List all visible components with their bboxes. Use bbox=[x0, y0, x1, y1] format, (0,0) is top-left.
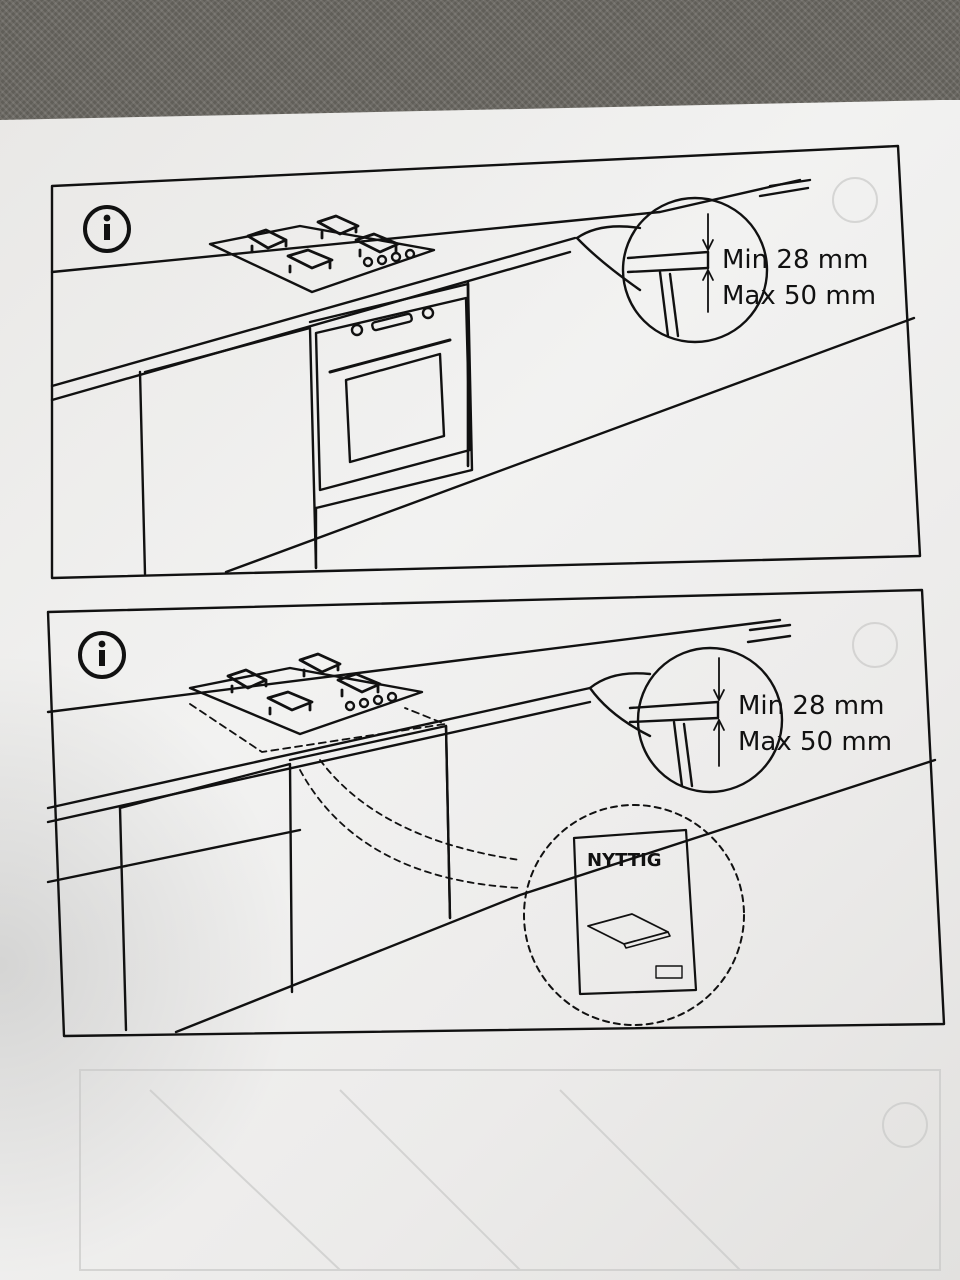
page-shadow bbox=[0, 650, 300, 1280]
panel-1-min-label: Min 28 mm bbox=[722, 245, 868, 275]
panel-2 bbox=[46, 588, 946, 1038]
panel-1-frame bbox=[50, 144, 922, 580]
panel-1-max-label: Max 50 mm bbox=[722, 281, 876, 311]
panel-2-booklet-circle bbox=[523, 804, 745, 1026]
show-through bbox=[79, 177, 941, 1271]
panel-2-max-label: Max 50 mm bbox=[738, 727, 892, 757]
panel-2-frame bbox=[46, 588, 946, 1038]
panel-1 bbox=[50, 144, 922, 580]
panel-2-info-icon bbox=[78, 631, 126, 679]
nyttig-booklet bbox=[572, 828, 698, 996]
manual-page bbox=[0, 100, 960, 1280]
panel-2-min-label: Min 28 mm bbox=[738, 691, 884, 721]
booklet-title: NYTTIG bbox=[587, 850, 662, 871]
panel-1-info-icon bbox=[83, 205, 131, 253]
panel-2-detail-circle bbox=[636, 646, 784, 794]
panel-1-detail-circle bbox=[621, 196, 769, 344]
